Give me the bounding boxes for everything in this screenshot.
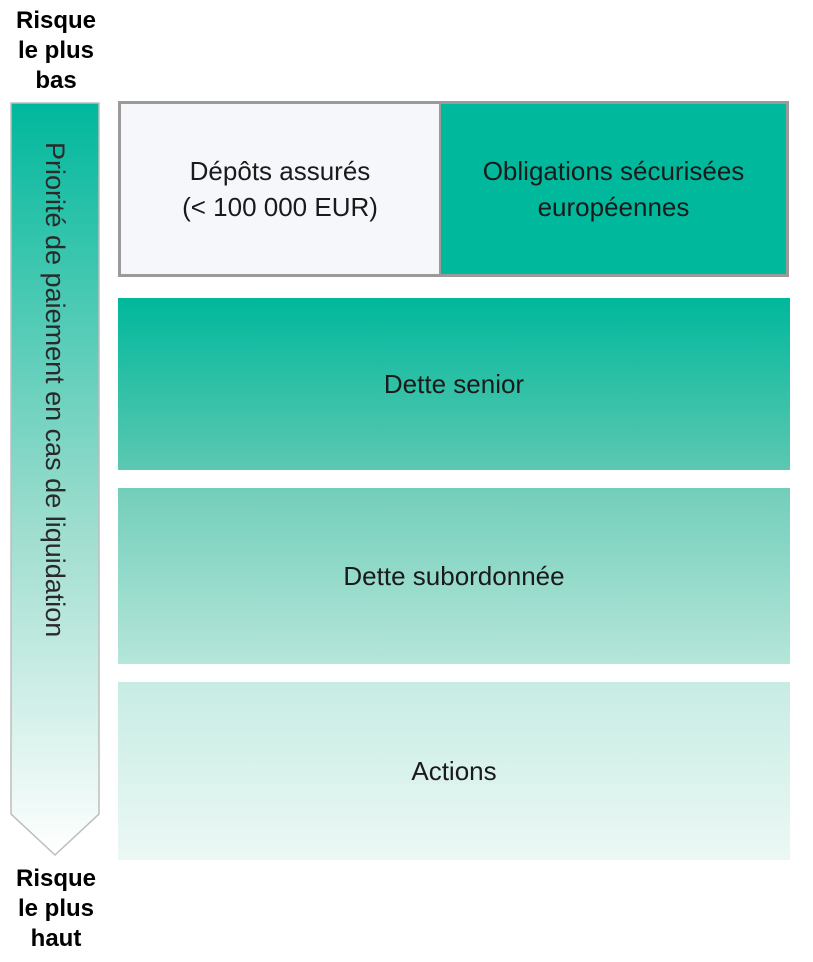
- covered-bonds-line-2: européennes: [537, 192, 690, 222]
- priority-arrow: Priorité de paiement en cas de liquidati…: [10, 102, 100, 857]
- arrow-down-icon: [10, 102, 100, 857]
- highest-risk-line-3: haut: [30, 925, 82, 952]
- senior-debt-label: Dette senior: [383, 369, 525, 399]
- senior-debt-tier: Dette senior: [118, 298, 790, 470]
- lowest-risk-line-3: bas: [35, 67, 77, 94]
- top-priority-row: Dépôts assurés (< 100 000 EUR) Obligatio…: [118, 101, 789, 277]
- insured-deposits-cell: Dépôts assurés (< 100 000 EUR): [121, 104, 441, 274]
- covered-bonds-line-1: Obligations sécurisées: [482, 156, 745, 186]
- highest-risk-label: Risque le plus haut: [0, 864, 112, 954]
- subordinated-debt-tier: Dette subordonnée: [118, 488, 790, 664]
- equity-tier: Actions: [118, 682, 790, 860]
- lowest-risk-label: Risque le plus bas: [0, 6, 112, 96]
- arrow-label: Priorité de paiement en cas de liquidati…: [40, 142, 70, 638]
- equity-label: Actions: [411, 756, 497, 786]
- lowest-risk-line-1: Risque: [15, 7, 96, 34]
- insured-deposits-line-2: (< 100 000 EUR): [182, 192, 378, 222]
- covered-bonds-cell: Obligations sécurisées européennes: [441, 104, 786, 274]
- highest-risk-line-1: Risque: [15, 865, 96, 892]
- insured-deposits-line-1: Dépôts assurés: [189, 156, 371, 186]
- lowest-risk-line-2: le plus: [17, 37, 95, 64]
- subordinated-debt-label: Dette subordonnée: [343, 561, 565, 591]
- highest-risk-line-2: le plus: [17, 895, 95, 922]
